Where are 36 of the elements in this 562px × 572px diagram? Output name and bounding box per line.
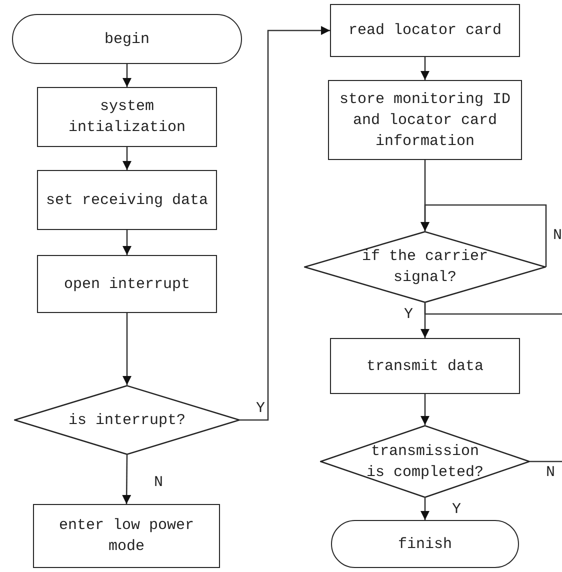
process-box bbox=[33, 504, 220, 568]
process-box bbox=[37, 255, 217, 313]
decision-diamond bbox=[304, 231, 546, 303]
arrow bbox=[420, 498, 430, 520]
terminal-shape bbox=[12, 14, 242, 64]
decision-diamond bbox=[14, 385, 240, 455]
connector-line bbox=[530, 460, 562, 462]
process-box bbox=[330, 338, 520, 394]
process-text: system intialization bbox=[67, 97, 187, 138]
connector-line bbox=[424, 303, 562, 315]
arrow bbox=[420, 57, 430, 80]
process-text: store monitoring ID and locator card information bbox=[338, 90, 512, 152]
process-box bbox=[37, 170, 217, 230]
process-box bbox=[328, 80, 522, 160]
arrow bbox=[240, 26, 330, 421]
arrow bbox=[122, 230, 132, 255]
terminal-shape bbox=[331, 520, 519, 568]
decision-text: transmission is completed? bbox=[365, 442, 485, 482]
process-text: enter low power mode bbox=[58, 516, 196, 557]
arrow bbox=[420, 394, 430, 425]
arrow bbox=[122, 147, 132, 170]
process-box bbox=[330, 4, 520, 57]
decision-diamond bbox=[320, 425, 530, 498]
arrow bbox=[122, 313, 132, 385]
decision-text: is interrupt? bbox=[67, 410, 187, 430]
arrow bbox=[420, 204, 547, 267]
arrow bbox=[122, 455, 132, 504]
process-text: set receiving data bbox=[44, 190, 210, 210]
terminal-text: finish bbox=[396, 534, 453, 554]
decision-text: if the carrier signal? bbox=[360, 247, 490, 288]
process-text: read locator card bbox=[347, 21, 503, 41]
process-box bbox=[37, 87, 217, 147]
arrow bbox=[122, 64, 132, 87]
process-text: transmit data bbox=[365, 356, 485, 376]
terminal-text: begin bbox=[103, 30, 150, 50]
process-text: open interrupt bbox=[62, 274, 192, 294]
